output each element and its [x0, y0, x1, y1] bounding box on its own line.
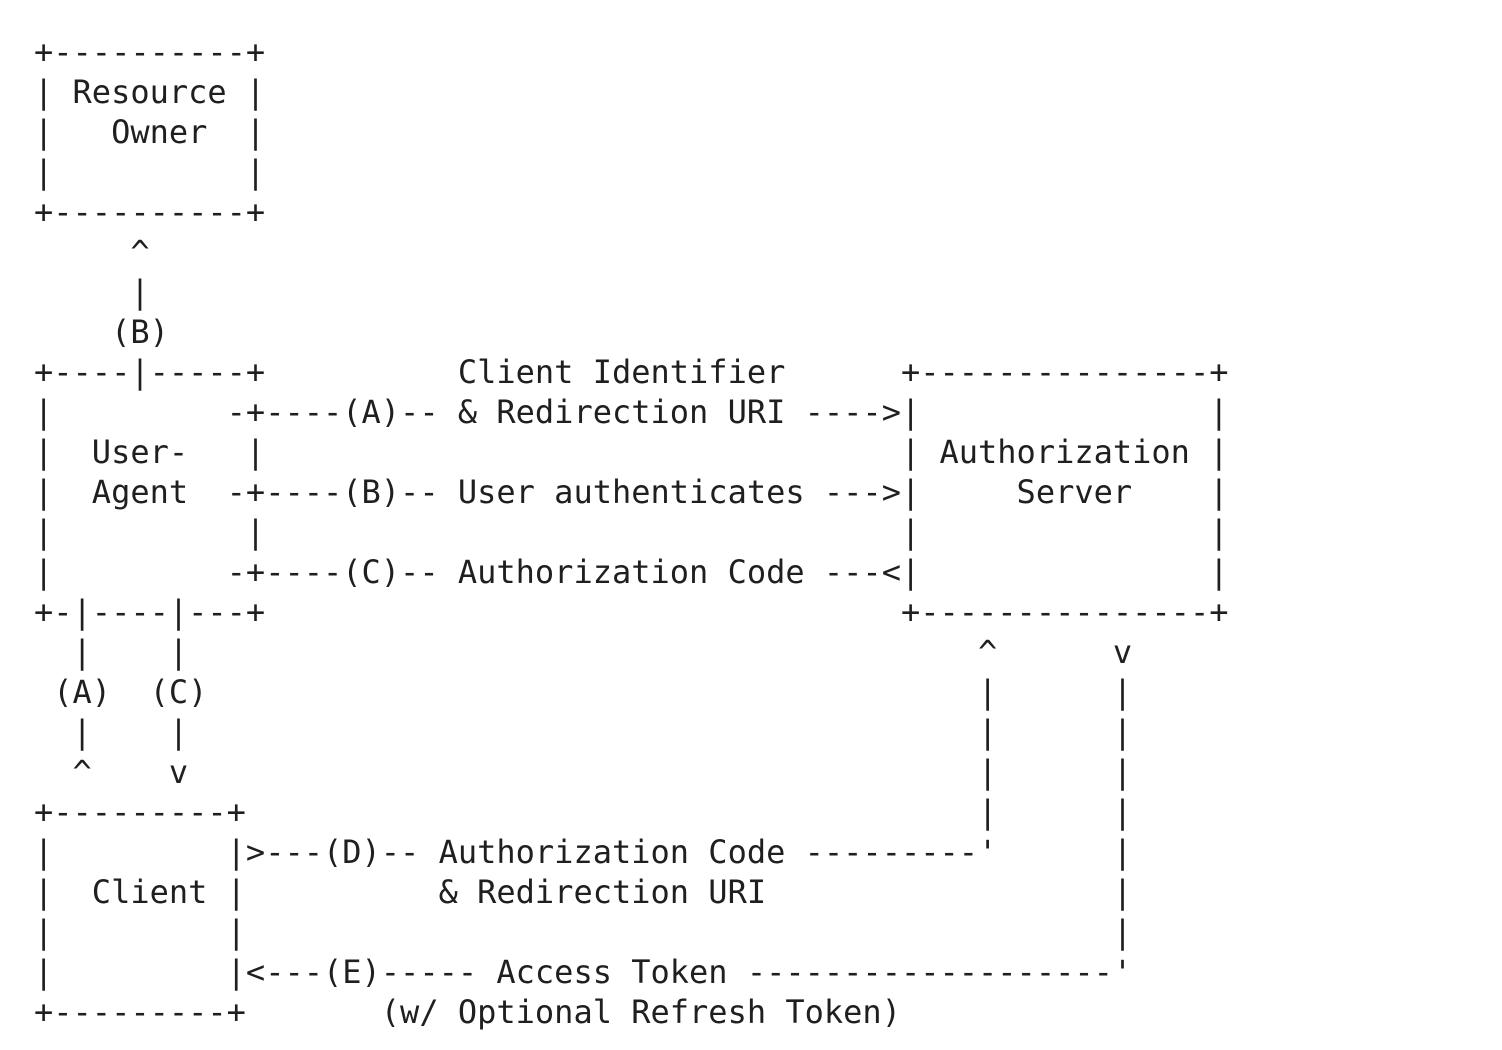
- diagram-line: | Resource |: [34, 73, 266, 111]
- diagram-line: +----------+: [34, 33, 266, 71]
- diagram-line: +---------+ (w/ Optional Refresh Token): [34, 993, 901, 1031]
- diagram-line: | | | |: [34, 713, 1133, 751]
- diagram-line: | | ^ v: [34, 633, 1133, 671]
- diagram-line: ^: [34, 233, 150, 271]
- diagram-line: | Owner |: [34, 113, 266, 151]
- diagram-line: |: [34, 273, 150, 311]
- diagram-line: +----|-----+ Client Identifier +--------…: [34, 353, 1229, 391]
- diagram-line: | | |: [34, 913, 1133, 951]
- diagram-line: | Client | & Redirection URI |: [34, 873, 1133, 911]
- diagram-line: (A) (C) | |: [34, 673, 1133, 711]
- diagram-line: +-|----|---+ +---------------+: [34, 593, 1229, 631]
- diagram-line: (B): [34, 313, 169, 351]
- diagram-line: | -+----(C)-- Authorization Code ---<| |: [34, 553, 1229, 591]
- diagram-line: | |: [34, 153, 266, 191]
- diagram-line: | -+----(A)-- & Redirection URI ---->| |: [34, 393, 1229, 431]
- diagram-line: | |<---(E)----- Access Token -----------…: [34, 953, 1133, 991]
- diagram-line: ^ v | |: [34, 753, 1133, 791]
- diagram-line: | |>---(D)-- Authorization Code --------…: [34, 833, 1133, 871]
- diagram-line: | | | |: [34, 513, 1229, 551]
- diagram-line: | User- | | Authorization |: [34, 433, 1229, 471]
- diagram-line: +---------+ | |: [34, 793, 1133, 831]
- diagram-line: +----------+: [34, 193, 266, 231]
- oauth-flow-ascii-diagram: +----------+| Resource || Owner || |+---…: [34, 32, 1228, 1032]
- diagram-line: | Agent -+----(B)-- User authenticates -…: [34, 473, 1229, 511]
